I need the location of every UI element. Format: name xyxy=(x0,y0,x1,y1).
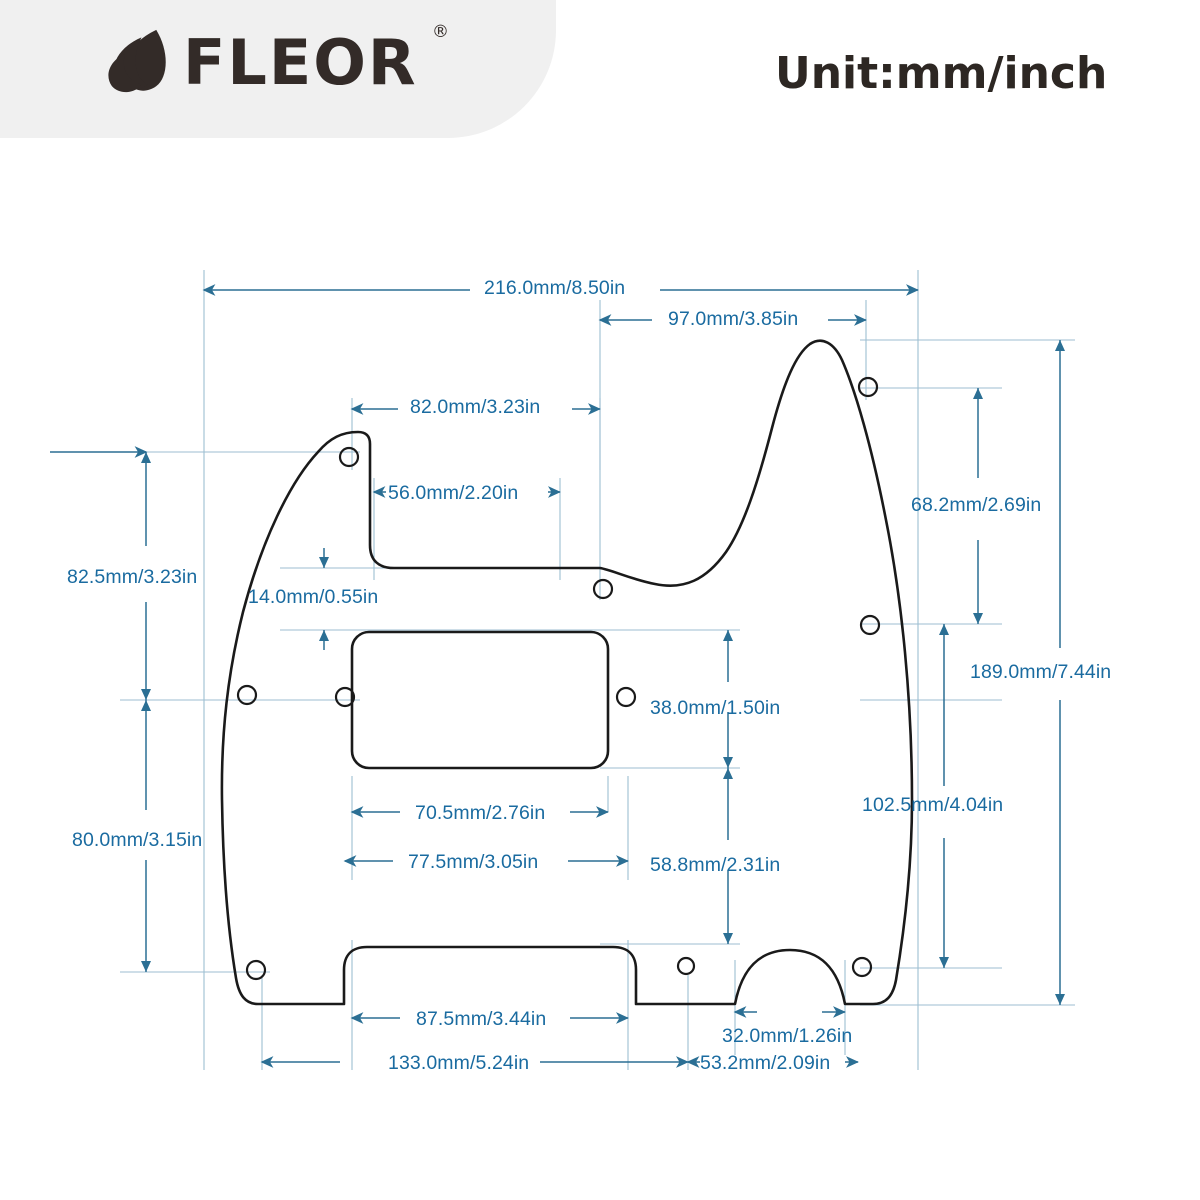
dimension-label-pickup-bottom-offset: 58.8mm/2.31in xyxy=(650,854,781,876)
screw-hole xyxy=(851,956,873,978)
header-band xyxy=(0,0,556,138)
dimension-label-right-upper-height: 68.2mm/2.69in xyxy=(911,494,1042,516)
brand-logo: FLEOR xyxy=(103,22,418,100)
screw-hole xyxy=(236,684,258,706)
dimension-label-pickup-cut-width: 70.5mm/2.76in xyxy=(415,802,546,824)
dimension-label-overall-height: 189.0mm/7.44in xyxy=(970,661,1112,683)
dimension-label-neck-pocket-gap: 14.0mm/0.55in xyxy=(248,586,379,608)
dimension-label-overall-width: 216.0mm/8.50in xyxy=(484,277,626,299)
screw-hole xyxy=(338,446,360,468)
dimension-label-lower-left-width: 133.0mm/5.24in xyxy=(388,1052,530,1074)
screw-hole xyxy=(334,686,356,708)
dimension-label-jack-arch-width: 32.0mm/1.26in xyxy=(722,1025,853,1047)
pickup-cutout xyxy=(350,630,610,770)
screw-hole xyxy=(245,959,267,981)
dimension-label-left-lower-height: 80.0mm/3.15in xyxy=(72,829,203,851)
brand-name: FLEOR xyxy=(183,26,418,99)
unit-title: Unit:mm/inch xyxy=(775,48,1108,99)
dimension-label-right-lower-height: 102.5mm/4.04in xyxy=(862,794,1004,816)
dimension-label-neck-pocket-width: 56.0mm/2.20in xyxy=(388,482,519,504)
dimension-label-pickup-right-offset: 38.0mm/1.50in xyxy=(650,697,781,719)
screw-hole xyxy=(676,956,696,976)
leaf-icon xyxy=(108,29,166,93)
dimension-label-lower-right-width: 53.2mm/2.09in xyxy=(700,1052,831,1074)
dimension-label-neck-pocket-offset: 82.0mm/3.23in xyxy=(410,396,541,418)
screw-hole xyxy=(592,578,614,600)
screw-hole xyxy=(859,614,881,636)
dimension-label-upper-right-width: 97.0mm/3.85in xyxy=(668,308,799,330)
registered-trademark-icon: ® xyxy=(432,22,449,42)
screw-hole xyxy=(857,376,879,398)
extension-lines xyxy=(120,270,1075,1070)
screw-hole xyxy=(615,686,637,708)
dimension-label-left-upper-height: 82.5mm/3.23in xyxy=(67,566,198,588)
dimension-label-control-notch-width: 87.5mm/3.44in xyxy=(416,1008,547,1030)
dimension-label-pickup-mount-width: 77.5mm/3.05in xyxy=(408,851,539,873)
screw-holes xyxy=(236,376,881,981)
pickguard-outline xyxy=(220,339,914,1006)
dimension-lines xyxy=(50,284,1065,1068)
